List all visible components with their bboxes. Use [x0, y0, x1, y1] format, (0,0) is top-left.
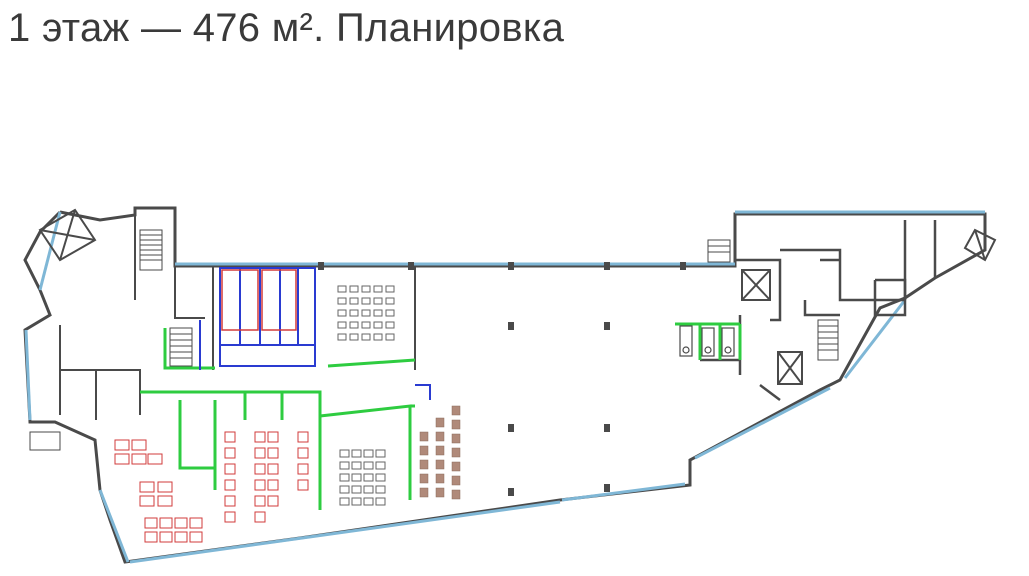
windows: [24, 210, 985, 564]
left-wing-walls: [59, 208, 416, 420]
workstations: [114, 431, 309, 543]
service-blocks: [38, 208, 997, 385]
right-wing-walls: [700, 220, 937, 401]
stairs: [29, 229, 839, 451]
blue-zone: [199, 267, 431, 400]
floor-plan: [0, 200, 1029, 571]
desk-rows: [419, 405, 461, 500]
seating-room-1: [337, 285, 395, 341]
floor-plan-drawing: [23, 206, 997, 564]
page-title: 1 этаж — 476 м². Планировка: [8, 6, 565, 50]
restroom-cubicles: [679, 325, 735, 357]
columns: [318, 262, 686, 496]
red-zone: [221, 269, 297, 331]
green-partitions: [140, 322, 742, 510]
seating-room-2: [339, 449, 386, 506]
